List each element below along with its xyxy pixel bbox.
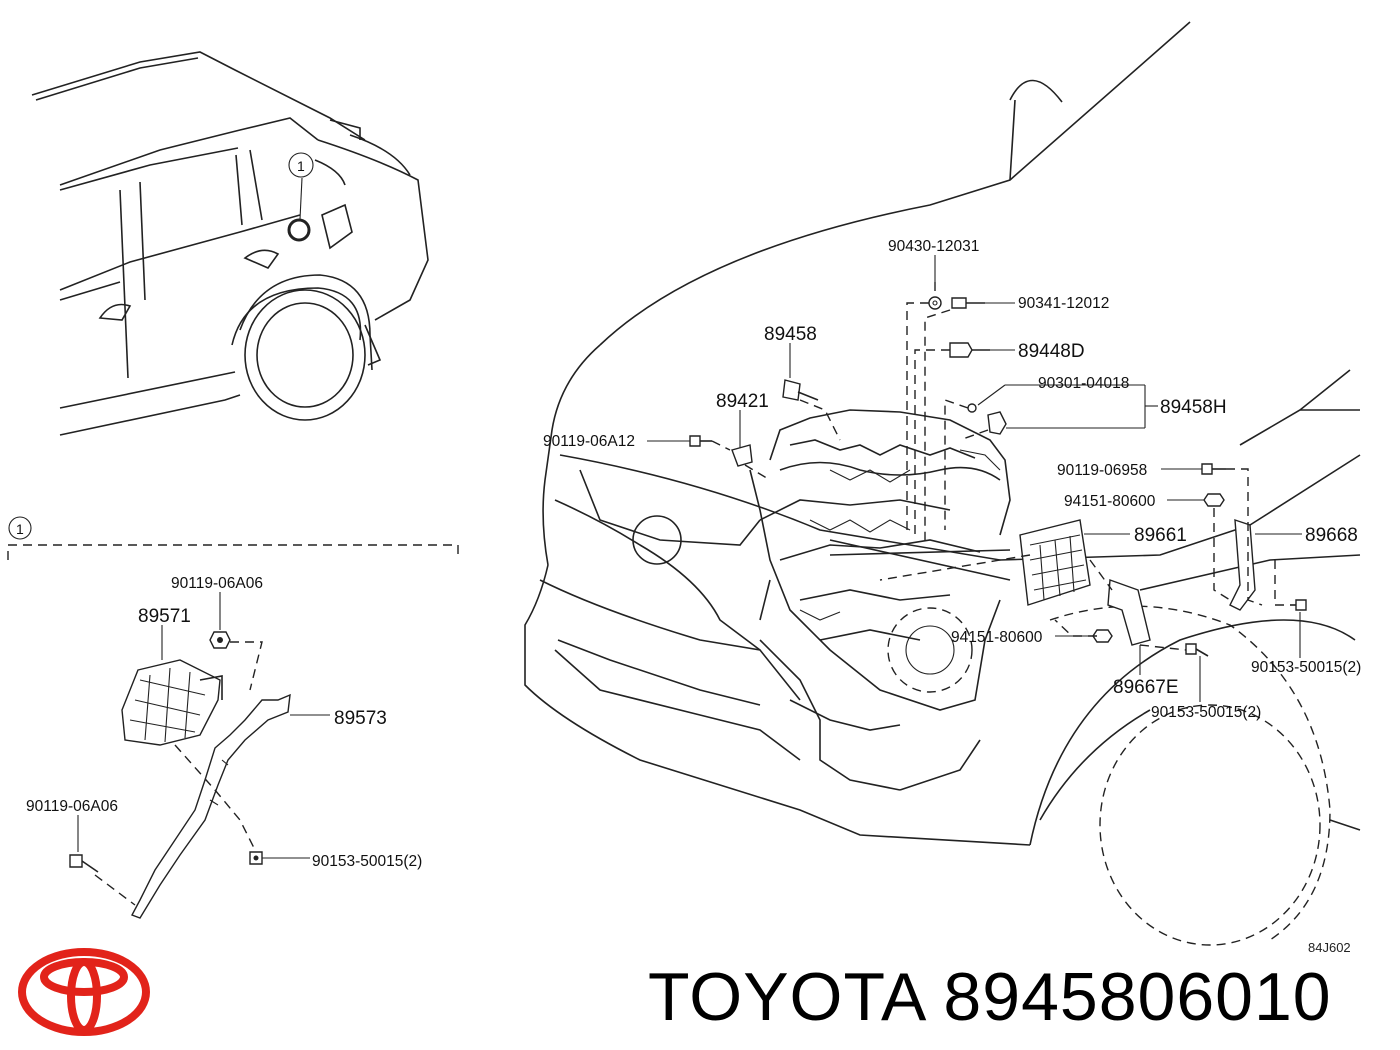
sensor-89458H bbox=[987, 411, 1007, 435]
sensor-89458 bbox=[782, 379, 801, 401]
label-89421: 89421 bbox=[716, 391, 769, 412]
label-94151-80600-upper: 94151-80600 bbox=[1064, 493, 1156, 510]
label-89458: 89458 bbox=[764, 324, 817, 345]
footer-caption: TOYOTA 8945806010 bbox=[648, 959, 1332, 1035]
bracket-89667E bbox=[1107, 579, 1151, 646]
inset-1-detail: 1 90119-06A06 89571 89573 90119-06A06 bbox=[7, 516, 459, 919]
label-90119-06A06-left: 90119-06A06 bbox=[26, 798, 118, 815]
inset-1-marker: 1 bbox=[16, 521, 24, 537]
label-89668: 89668 bbox=[1305, 525, 1358, 546]
label-94151-80600-lower: 94151-80600 bbox=[951, 629, 1043, 646]
bolt-90341-12012 bbox=[951, 297, 967, 309]
vehicle-rear-view: 1 bbox=[31, 51, 429, 436]
label-89571: 89571 bbox=[138, 606, 191, 627]
gasket-90301-04018 bbox=[967, 403, 977, 413]
bracket-89421 bbox=[731, 444, 753, 467]
label-90153-50015-inset: 90153-50015(2) bbox=[312, 853, 422, 870]
bracket-89668 bbox=[1229, 519, 1256, 611]
label-89448D: 89448D bbox=[1018, 341, 1085, 362]
label-90119-06A12: 90119-06A12 bbox=[543, 433, 635, 450]
label-90153-50015-right: 90153-50015(2) bbox=[1251, 659, 1361, 676]
label-90153-50015-center: 90153-50015(2) bbox=[1151, 704, 1261, 721]
toyota-logo bbox=[18, 948, 150, 1036]
label-89667E: 89667E bbox=[1113, 677, 1179, 698]
label-90119-06A06-top: 90119-06A06 bbox=[171, 575, 263, 592]
inset-marker-label: 1 bbox=[297, 158, 305, 174]
ecu-89661 bbox=[1019, 519, 1091, 606]
label-90430-12031: 90430-12031 bbox=[888, 238, 979, 255]
nut-90430-12031 bbox=[928, 296, 942, 310]
front-parts: 90430-12031 90341-12012 89458 89448D 903… bbox=[543, 238, 1361, 721]
label-89573: 89573 bbox=[334, 708, 387, 729]
sensor-89448D bbox=[949, 342, 973, 358]
vehicle-front-view bbox=[524, 21, 1361, 946]
label-90119-06958: 90119-06958 bbox=[1057, 462, 1147, 479]
label-90341-12012: 90341-12012 bbox=[1018, 295, 1109, 312]
diagram-code: 84J602 bbox=[1308, 940, 1351, 955]
label-89661: 89661 bbox=[1134, 525, 1187, 546]
label-89458H: 89458H bbox=[1160, 397, 1227, 418]
module-89571 bbox=[121, 659, 221, 746]
label-90301-04018: 90301-04018 bbox=[1038, 375, 1129, 392]
bracket-89573 bbox=[131, 693, 291, 919]
